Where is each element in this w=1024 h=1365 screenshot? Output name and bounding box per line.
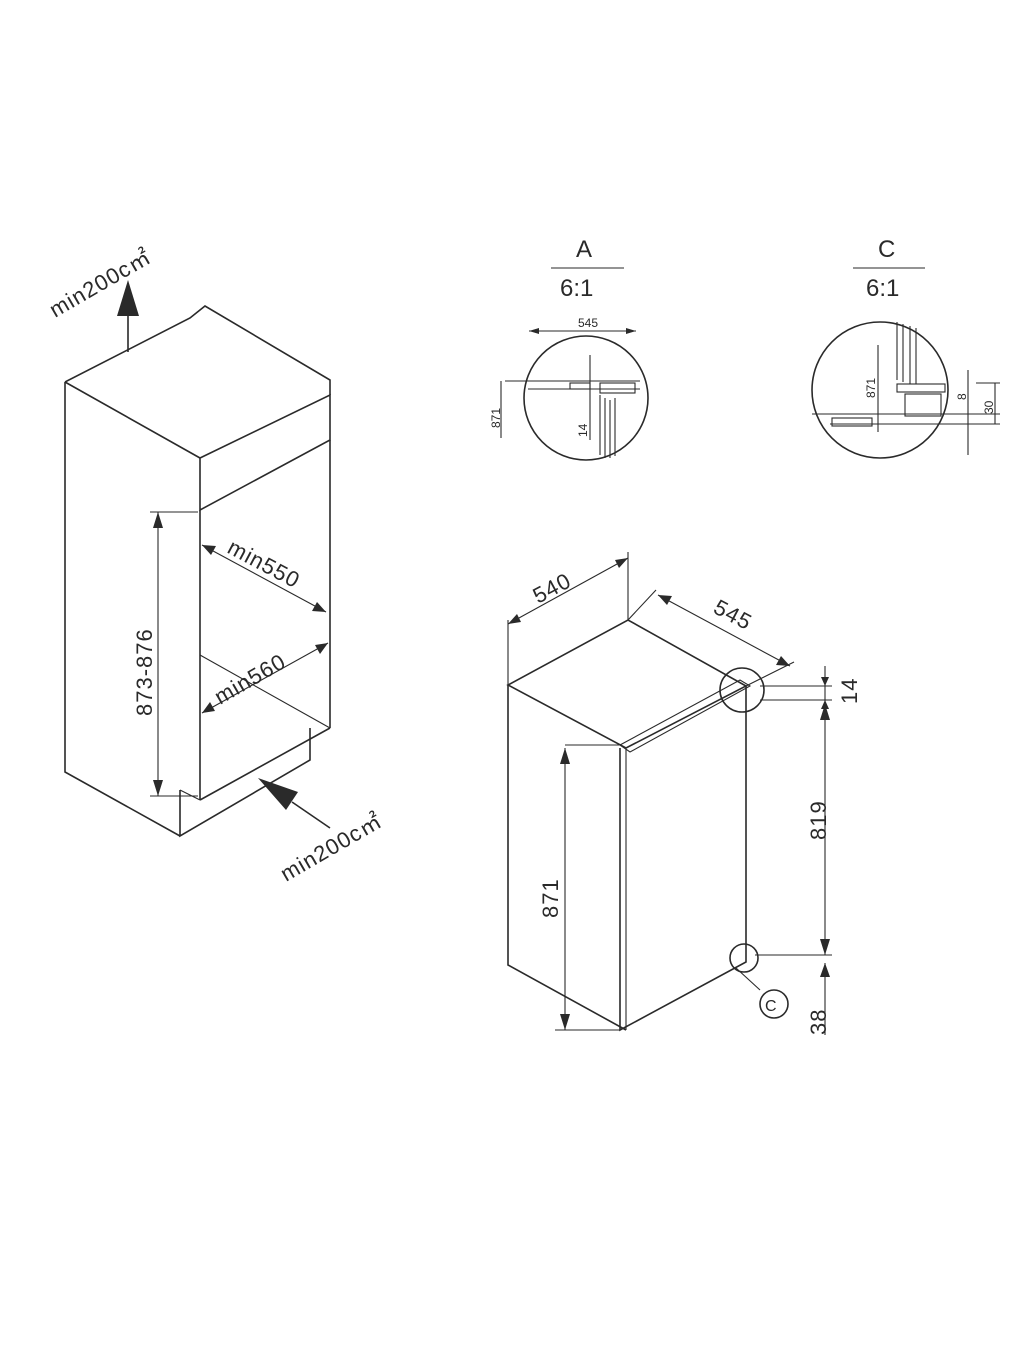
- appliance-height-arrow-bottom: [560, 1014, 570, 1030]
- dim-arrow-height-bottom: [153, 780, 163, 796]
- niche-height-dimension: [150, 511, 198, 797]
- appliance-bottom-arrow: [820, 963, 830, 977]
- appliance-depth-arrow-left: [658, 595, 672, 605]
- cabinet-front-rail: [199, 393, 331, 512]
- appliance-hinge-arrow-top: [820, 704, 830, 720]
- detail-c-letter: C: [878, 236, 895, 263]
- appliance-left-side: [507, 685, 627, 1031]
- vent-bottom-arrow: [258, 778, 331, 829]
- detail-a-dim-14: 14: [576, 423, 590, 437]
- detail-c-callout-label: C: [765, 998, 777, 1015]
- detail-a-circle: [523, 335, 649, 461]
- detail-c-callout-label-circle: [759, 989, 789, 1019]
- cabinet-top-lip: [189, 309, 201, 319]
- niche-floor-edge: [199, 727, 331, 801]
- detail-c-callout-circle[interactable]: [729, 943, 759, 973]
- appliance-hinge-arrow-bottom: [820, 939, 830, 955]
- appliance-width-arrow-right: [615, 558, 628, 568]
- vent-bottom-label: min200c㎡: [276, 808, 386, 886]
- cabinet-top: [64, 305, 331, 395]
- dim-arrow-min550-start: [202, 545, 216, 555]
- appliance-body: [506, 619, 752, 1032]
- dim-arrow-min560-start: [202, 702, 215, 713]
- cabinet-plinth: [179, 728, 311, 838]
- appliance-door: [619, 686, 747, 1032]
- plinth-corner: [179, 789, 201, 801]
- detail-a-hinge-plate: [599, 382, 636, 394]
- detail-c: C 6:1 871 8 30: [811, 236, 1000, 459]
- appliance-width-line: [507, 557, 629, 625]
- detail-a-dim-545: 545: [578, 316, 598, 330]
- detail-a-letter: A: [576, 236, 592, 263]
- cabinet-depth-dimension: [201, 544, 327, 613]
- appliance-width-label: 540: [529, 568, 576, 609]
- appliance-depth-ext-right: [745, 661, 795, 687]
- vent-bottom-arrow-head: [258, 778, 298, 810]
- vent-top-label: min200c㎡: [45, 244, 155, 322]
- niche-inner-line: [199, 654, 331, 729]
- appliance-gap-arrow-top: [821, 677, 829, 686]
- appliance-height-label: 871: [538, 878, 563, 918]
- detail-c-circle: [811, 321, 949, 459]
- appliance-height-arrow-top: [560, 748, 570, 764]
- appliance-gap-label: 14: [837, 678, 862, 704]
- detail-a-scale: 6:1: [560, 275, 593, 302]
- cabinet-width-label: min560: [210, 649, 290, 710]
- detail-c-callout-leader: [735, 967, 761, 991]
- detail-a-dim-871: 871: [489, 408, 503, 428]
- detail-c-dim-871: 871: [864, 378, 878, 398]
- detail-a-hinge-block: [569, 382, 591, 390]
- appliance-bottom-dimension: [820, 963, 830, 1035]
- detail-a-arrow-545-left: [529, 328, 539, 334]
- dim-line-min550: [201, 544, 327, 613]
- appliance-top: [506, 619, 748, 749]
- appliance-height-dimension: [555, 748, 620, 1031]
- cabinet-top-front-edge: [64, 381, 201, 459]
- detail-a-arrow-545-right: [626, 328, 636, 334]
- dim-arrow-min560-end: [315, 643, 328, 654]
- appliance-hinge-label: 819: [806, 800, 831, 840]
- detail-c-dim-30: 30: [982, 400, 996, 414]
- appliance-depth-dimension: [627, 589, 795, 687]
- dim-line-min560: [201, 642, 329, 714]
- cabinet-left-panel: [64, 382, 181, 837]
- detail-c-dim-8: 8: [955, 393, 969, 400]
- appliance-hinge-strip: [618, 679, 752, 753]
- detail-c-hinge-plate: [896, 383, 946, 393]
- detail-c-hinge-block: [904, 393, 942, 417]
- appliance-width-arrow-left: [508, 614, 521, 624]
- appliance-hinge-dimension: [755, 704, 832, 956]
- vent-bottom-arrow-shaft: [291, 801, 331, 829]
- appliance-depth-label: 545: [710, 594, 757, 635]
- appliance-depth-arrow-right: [776, 656, 790, 666]
- appliance-depth-line: [657, 594, 791, 667]
- detail-c-foot: [831, 417, 873, 427]
- detail-a-callout-circle[interactable]: [719, 667, 765, 713]
- detail-a: A 6:1 545 871 14: [489, 236, 649, 461]
- cabinet-width-dimension: [201, 642, 329, 714]
- vent-top-arrow: [117, 280, 139, 352]
- cabinet-niche: [64, 305, 331, 838]
- appliance-width-dimension: [507, 552, 629, 685]
- vent-top-arrow-head: [117, 280, 139, 316]
- dim-arrow-min550-end: [312, 602, 326, 612]
- appliance-depth-ext-left: [627, 589, 657, 621]
- appliance-bottom-label: 38: [806, 1009, 831, 1035]
- niche-height-label: 873-876: [132, 628, 157, 716]
- detail-c-scale: 6:1: [866, 275, 899, 302]
- dim-arrow-height-top: [153, 512, 163, 528]
